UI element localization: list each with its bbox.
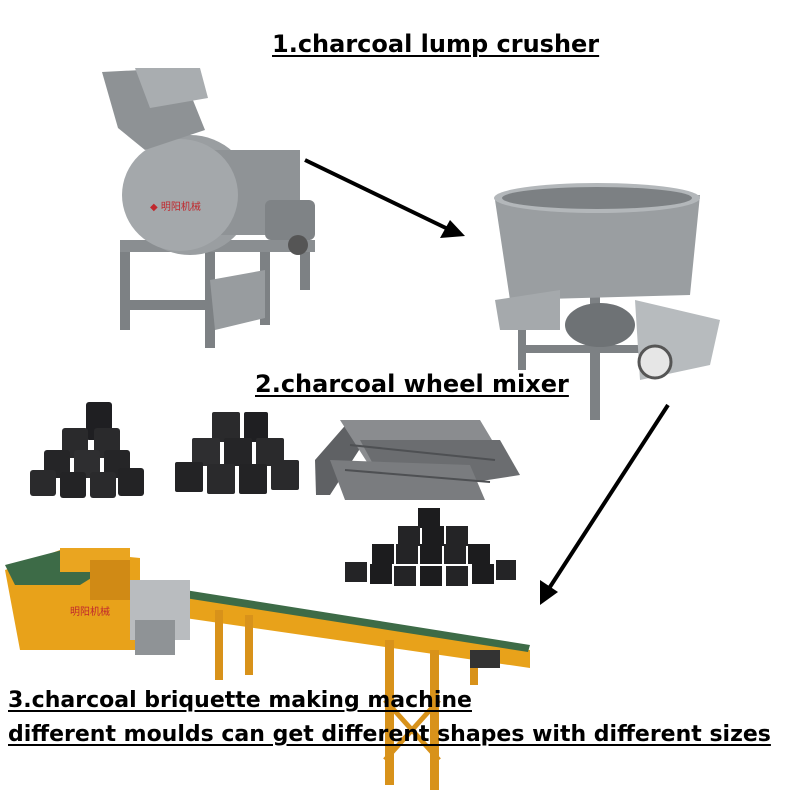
watermark-logo: ◆ 明阳机械 bbox=[150, 200, 201, 213]
watermark-logo-2: 明阳机械 bbox=[70, 605, 110, 618]
step3-title: 3.charcoal briquette making machine bbox=[8, 688, 472, 713]
briquette-making-machine: 明阳机械 bbox=[5, 548, 530, 790]
briquette-cube-pile bbox=[345, 508, 516, 586]
briquette-square-stack bbox=[175, 412, 299, 494]
step1-title: 1.charcoal lump crusher bbox=[272, 30, 600, 58]
step2-title: 2.charcoal wheel mixer bbox=[255, 370, 569, 398]
briquette-gray-sticks bbox=[315, 420, 520, 500]
charcoal-wheel-mixer-machine bbox=[494, 183, 720, 420]
step3-note: different moulds can get different shape… bbox=[8, 722, 771, 747]
charcoal-crusher-machine: ◆ 明阳机械 bbox=[102, 68, 315, 348]
flow-arrow-1 bbox=[304, 158, 465, 238]
briquette-hex-stack bbox=[30, 402, 144, 498]
flow-arrow-2 bbox=[540, 403, 670, 605]
